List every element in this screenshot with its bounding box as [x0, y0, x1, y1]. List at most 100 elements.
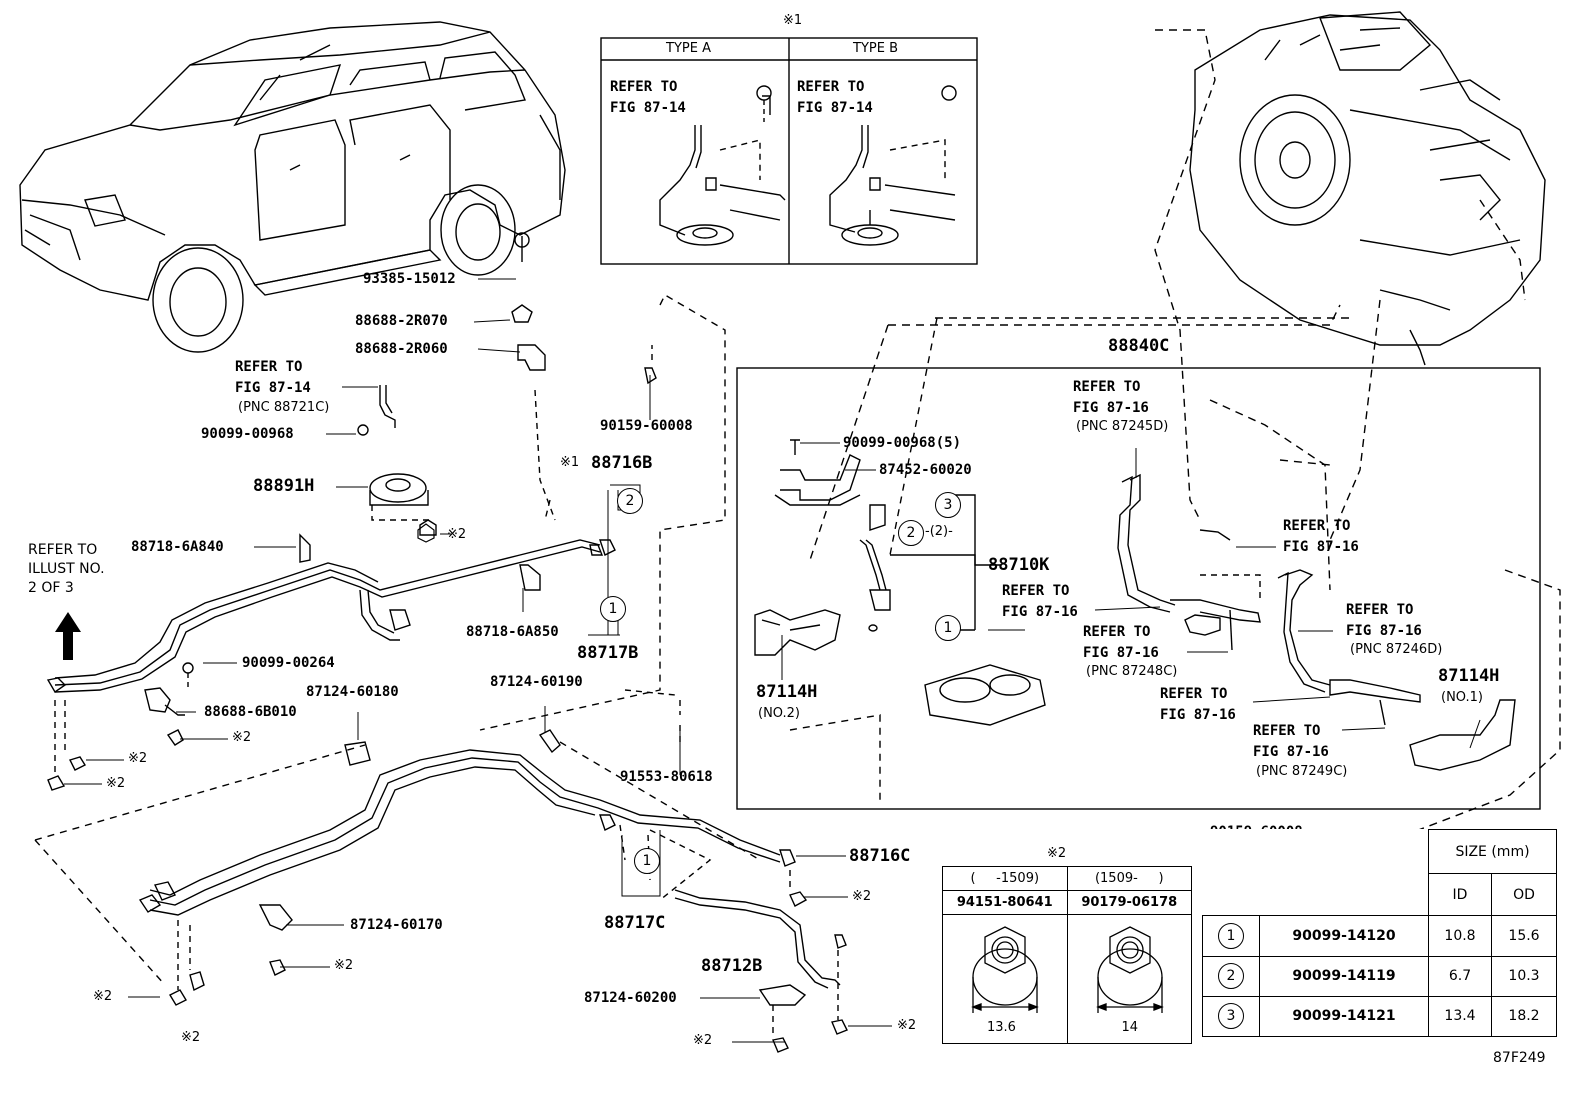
size-row-2-id: 6.7: [1428, 955, 1492, 997]
size-row-3-od: 18.2: [1491, 995, 1557, 1038]
part-88688-2r060[interactable]: 88688-2R060: [355, 341, 448, 357]
nut-col1-size: 13.6: [987, 1020, 1016, 1035]
refer-fig-87-14-left: REFER TO FIG 87-14: [235, 359, 311, 396]
size-row-1-part[interactable]: 90099-14120: [1259, 915, 1429, 957]
note-mark-1-b: ※1: [560, 455, 580, 470]
part-88717b[interactable]: 88717B: [577, 643, 639, 663]
part-88716c[interactable]: 88716C: [849, 846, 911, 866]
circle-2-88716b: 2: [617, 488, 643, 514]
hex-nut-icon-1: [971, 926, 1039, 1013]
circle-1-88710k: 1: [935, 615, 961, 641]
paren-2: -(2)-: [925, 524, 953, 539]
part-88717c[interactable]: 88717C: [604, 913, 666, 933]
part-91553-80618[interactable]: 91553-80618: [620, 769, 713, 785]
note-mark-1: ※1: [783, 13, 803, 28]
nut-col2-size: 14: [1121, 1020, 1139, 1035]
table-row: 1 90099-14120 10.8 15.6: [1202, 915, 1557, 957]
refer-fig-87-16-g: REFER TO FIG 87-16: [1253, 723, 1329, 760]
circle-1-88717b: 1: [600, 596, 626, 622]
circle-3-88710k: 3: [935, 492, 961, 518]
type-a-refer: REFER TO FIG 87-14: [610, 79, 686, 116]
part-88840c[interactable]: 88840C: [1108, 336, 1170, 356]
part-87114h-no1[interactable]: 87114H: [1438, 666, 1500, 686]
hvac-unit-illustration: [1189, 11, 1546, 366]
part-88688-2r070[interactable]: 88688-2R070: [355, 313, 448, 329]
part-88718-6a840[interactable]: 88718-6A840: [131, 539, 224, 555]
figure-id: 87F249: [1493, 1050, 1546, 1066]
note-mark-2-j: ※2: [693, 1033, 713, 1048]
refer-fig-87-16-a: REFER TO FIG 87-16: [1073, 379, 1149, 416]
vehicle-illustration: [19, 21, 566, 353]
note-mark-2-i: ※2: [897, 1018, 917, 1033]
refer-fig-87-16-d: REFER TO FIG 87-16: [1083, 624, 1159, 661]
part-87124-60170[interactable]: 87124-60170: [350, 917, 443, 933]
type-a-header: TYPE A: [666, 41, 711, 56]
size-row-3-circle: 3: [1218, 1003, 1244, 1030]
table-row: 2 90099-14119 6.7 10.3: [1202, 955, 1557, 997]
size-row-3-part[interactable]: 90099-14121: [1259, 995, 1429, 1038]
refer-fig-87-16-b: REFER TO FIG 87-16: [1283, 518, 1359, 555]
note-mark-2-d: ※2: [106, 776, 126, 791]
type-b-header: TYPE B: [853, 41, 898, 56]
part-88891h[interactable]: 88891H: [253, 476, 315, 496]
part-87124-60180[interactable]: 87124-60180: [306, 684, 399, 700]
refer-fig-87-16-e: REFER TO FIG 87-16: [1346, 602, 1422, 639]
nut-table: ( -1509) (1509- ) 94151-80641 90179-0617…: [942, 866, 1192, 1044]
part-87124-60200[interactable]: 87124-60200: [584, 990, 677, 1006]
part-90159-60008-top[interactable]: 90159-60008: [600, 418, 693, 434]
part-88718-6a850[interactable]: 88718-6A850: [466, 624, 559, 640]
note-mark-2-h: ※2: [852, 889, 872, 904]
refer-arrow-icon: [55, 612, 81, 660]
size-row-1-id: 10.8: [1428, 915, 1492, 957]
part-88716b[interactable]: 88716B: [591, 453, 653, 473]
size-row-2-circle: 2: [1218, 963, 1244, 990]
circle-2-88710k: 2: [898, 520, 924, 546]
hex-nut-icon-2: [1095, 926, 1164, 1013]
part-90099-00968[interactable]: 90099-00968: [201, 426, 294, 442]
nut-col2-part[interactable]: 90179-06178: [1066, 890, 1192, 915]
note-mark-2-e: ※2: [334, 958, 354, 973]
size-table: SIZE (mm) ID OD 1 90099-14120 10.8 15.6 …: [1202, 828, 1557, 1038]
part-88712b[interactable]: 88712B: [701, 956, 763, 976]
part-90099-00968-5[interactable]: 90099-00968(5): [843, 435, 962, 451]
note-mark-2-f: ※2: [93, 989, 113, 1004]
table-row: 3 90099-14121 13.4 18.2: [1202, 995, 1557, 1038]
type-b-refer: REFER TO FIG 87-14: [797, 79, 873, 116]
size-row-2-part[interactable]: 90099-14119: [1259, 955, 1429, 997]
illust-ref-text: REFER TO ILLUST NO. 2 OF 3: [28, 542, 105, 596]
size-row-1-od: 15.6: [1491, 915, 1557, 957]
note-mark-2-g: ※2: [181, 1030, 201, 1045]
nut-col1-range: ( -1509): [942, 866, 1068, 891]
size-row-1-circle: 1: [1218, 923, 1244, 949]
note-mark-2-a: ※2: [447, 527, 467, 542]
part-93385-15012[interactable]: 93385-15012: [363, 271, 456, 287]
nut-col1-part[interactable]: 94151-80641: [942, 890, 1068, 915]
size-id-header: ID: [1428, 873, 1492, 917]
nut-col2-drawing: 14: [1066, 914, 1192, 1044]
nut-col1-drawing: 13.6: [942, 914, 1068, 1044]
box-88840c: [736, 367, 1541, 810]
part-90099-00264[interactable]: 90099-00264: [242, 655, 335, 671]
size-od-header: OD: [1491, 873, 1557, 917]
refer-87-16-e-pnc: (PNC 87246D): [1350, 642, 1443, 657]
no1-label: (NO.1): [1441, 690, 1483, 705]
refer-fig-87-16-f: REFER TO FIG 87-16: [1160, 686, 1236, 723]
part-87452-60020[interactable]: 87452-60020: [879, 462, 972, 478]
refer-left-pnc: (PNC 88721C): [238, 400, 330, 415]
note-mark-2-c: ※2: [128, 751, 148, 766]
note-mark-2-b: ※2: [232, 730, 252, 745]
refer-fig-87-16-c: REFER TO FIG 87-16: [1002, 583, 1078, 620]
circle-1-88717c: 1: [634, 848, 660, 874]
refer-87-16-a-pnc: (PNC 87245D): [1076, 419, 1169, 434]
part-87114h-no2[interactable]: 87114H: [756, 682, 818, 702]
refer-87-16-d-pnc: (PNC 87248C): [1086, 664, 1178, 679]
no2-label: (NO.2): [758, 706, 800, 721]
size-header: SIZE (mm): [1428, 828, 1557, 875]
part-88710k[interactable]: 88710K: [988, 555, 1050, 575]
part-88688-6b010[interactable]: 88688-6B010: [204, 704, 297, 720]
size-row-2-od: 10.3: [1491, 955, 1557, 997]
nut-table-mark: ※2: [1047, 846, 1067, 861]
part-87124-60190[interactable]: 87124-60190: [490, 674, 583, 690]
